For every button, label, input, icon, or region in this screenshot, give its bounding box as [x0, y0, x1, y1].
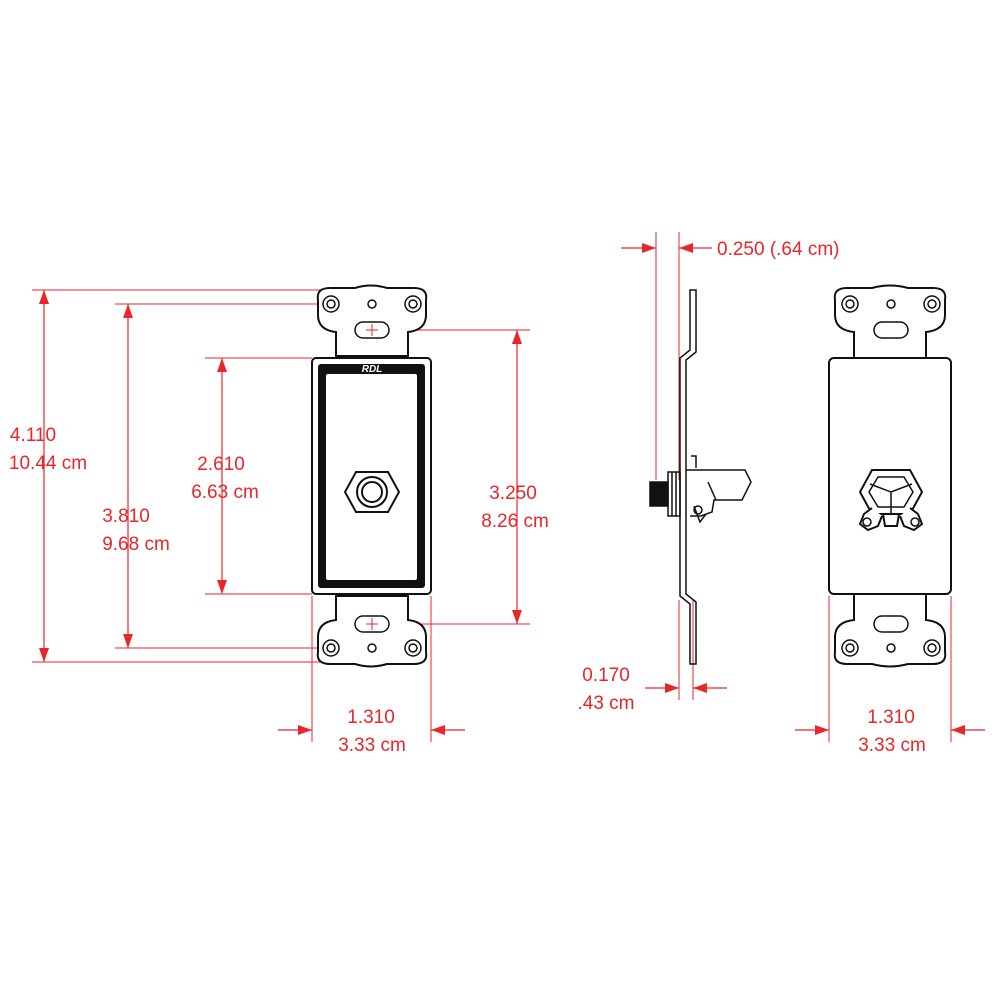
mount-hole-spacing-metric: 9.68 cm: [102, 534, 170, 555]
rear-strap-bottom: [833, 593, 947, 668]
side-view: [649, 289, 752, 665]
dimension-arrows: [39, 243, 965, 735]
screw-slot-spacing-imperial: 3.250: [489, 483, 537, 504]
screw-slot-spacing-metric: 8.26 cm: [481, 511, 549, 532]
front-width-imperial: 1.310: [347, 707, 395, 728]
overall-height-metric: 10.44 cm: [9, 453, 87, 474]
brand-label: RDL: [362, 364, 383, 375]
front-width-metric: 3.33 cm: [338, 735, 406, 756]
mount-hole-spacing-imperial: 3.810: [102, 506, 150, 527]
rear-width-imperial: 1.310: [867, 707, 915, 728]
overall-height-imperial: 4.110: [10, 425, 56, 446]
rear-width-metric: 3.33 cm: [858, 735, 926, 756]
front-strap: [316, 284, 428, 357]
depth-label: 0.250 (.64 cm): [717, 239, 840, 260]
side-plate: [679, 289, 697, 665]
dimension-labels: 4.110 10.44 cm 3.810 9.68 cm 2.610 6.63 …: [9, 239, 926, 756]
panel-height-metric: 6.63 cm: [191, 482, 259, 503]
plate-thickness-imperial: 0.170: [582, 665, 630, 686]
rear-view: [828, 284, 952, 668]
panel-height-imperial: 2.610: [197, 454, 245, 475]
plate-thickness-metric: .43 cm: [577, 693, 634, 714]
rear-jack: [858, 469, 924, 532]
front-view: RDL: [311, 284, 432, 668]
front-jack: [343, 471, 401, 513]
